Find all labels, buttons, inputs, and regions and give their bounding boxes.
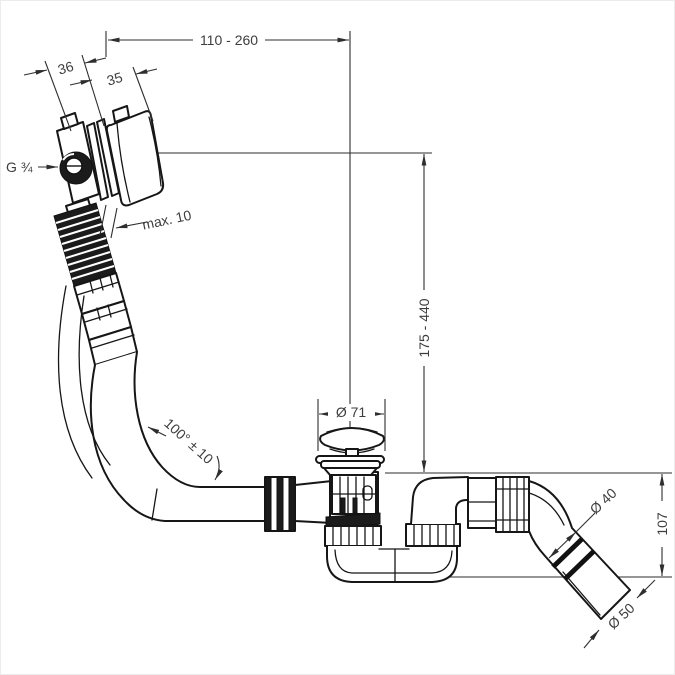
riser-elbow-outer <box>410 476 469 525</box>
trap-inner-line <box>334 549 453 574</box>
cage-slot <box>362 485 373 501</box>
dim-knob-depth-label: 35 <box>105 69 125 89</box>
outlet-height-label: 107 <box>654 512 670 536</box>
dim-line-o40 <box>548 531 577 559</box>
angle-arrow-1 <box>147 426 167 437</box>
arrow-35-left <box>69 79 93 86</box>
mounting-plate-front <box>86 122 109 201</box>
outlet-pipe <box>528 480 631 620</box>
knob-far-edge <box>148 116 162 187</box>
thread-label: G ¾ <box>6 159 33 175</box>
trap-bowl <box>326 546 458 583</box>
waste-and-trap-drawing <box>264 427 530 583</box>
arrow-35-right <box>135 68 158 75</box>
port-highlight <box>62 153 75 161</box>
leader-o40 <box>575 512 596 533</box>
riser-elbow-fill <box>411 477 468 524</box>
dim-width-range-label: 110 - 260 <box>200 32 258 48</box>
inner-tube-line-2 <box>78 295 111 466</box>
outlet-fitting <box>467 477 498 529</box>
hose-inner-edge <box>133 351 291 488</box>
reference-lines-behind <box>148 31 672 578</box>
tee-collar <box>325 512 381 529</box>
max-panel-label: max. 10 <box>141 207 193 233</box>
plug-top-line <box>326 427 378 433</box>
ext-line-max10-right <box>110 207 118 239</box>
flange-bevel <box>323 467 378 476</box>
dimension-annotations: 110 - 260 36 35 G ¾ max. 10 175 - 440 Ø … <box>6 31 670 649</box>
coupling-band-2 <box>563 549 596 581</box>
ext-line-36-right <box>81 54 105 127</box>
ext-line-36-left <box>44 60 72 132</box>
flexible-hose-drawing <box>53 202 291 522</box>
overflow-unit-drawing <box>56 105 165 220</box>
knob-cap-edge <box>116 122 131 203</box>
angle-arrow-2 <box>214 455 223 481</box>
socket-double-line <box>562 571 601 616</box>
waste-diameter-label: Ø 71 <box>336 404 367 420</box>
arrow-o50-upper <box>636 579 656 599</box>
waste-flange-lower <box>320 460 381 469</box>
outlet-diameter-label: Ø 40 <box>587 485 620 518</box>
outlet-elbow-inner-line <box>528 492 565 526</box>
dim-height-range-label: 175 - 440 <box>416 298 432 357</box>
outlet-pipe-drawing <box>528 480 631 620</box>
inner-tube-line-1 <box>57 285 93 479</box>
arrow-36-left <box>23 69 48 76</box>
dim-body-depth-label: 36 <box>56 58 76 78</box>
bend-seam <box>151 488 158 521</box>
arrow-o50-lower <box>583 629 600 649</box>
ext-line-35-right <box>132 66 154 122</box>
hose-angle-label: 100° ± 10 <box>161 415 216 467</box>
hose-tube-fill <box>90 352 290 521</box>
arrow-max10 <box>115 221 148 229</box>
arrow-36-right <box>84 57 107 64</box>
ext-line-max10-left <box>99 204 107 236</box>
riser-elbow-inner <box>455 499 469 525</box>
hose-ribs <box>55 209 115 280</box>
